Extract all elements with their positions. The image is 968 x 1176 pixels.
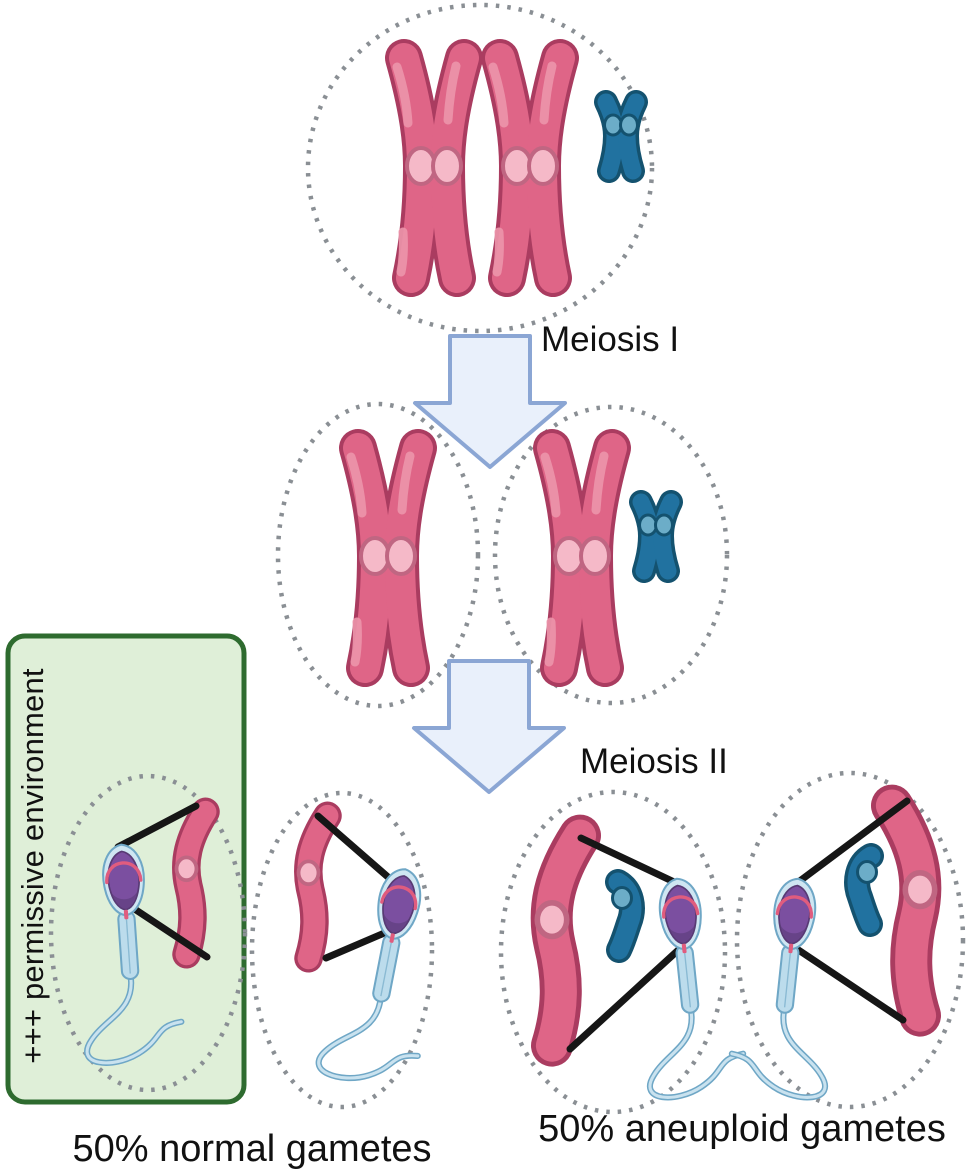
sperm (629, 874, 747, 1100)
normal-gametes-label: 50% normal gametes (72, 1128, 432, 1170)
permissive-environment-label: +++ permissive environment (15, 668, 50, 1064)
pink-chromosome (397, 58, 464, 278)
pink-chromosome (545, 448, 612, 668)
pink-chromosome (493, 58, 560, 278)
spindle-line (785, 797, 911, 893)
parent-cell (397, 58, 638, 278)
gamete-normal-boxed-outline (48, 773, 248, 1093)
parent-cell-outline (305, 2, 655, 334)
gamete-aneuploid-1 (537, 836, 747, 1100)
pink-chromatid (537, 836, 580, 1046)
spindle-line (322, 927, 393, 962)
sperm (728, 874, 846, 1100)
gamete-normal-outline (249, 790, 435, 1110)
meiosis2-label: Meiosis II (580, 742, 728, 781)
blue-chromatid (857, 856, 876, 924)
gamete-aneuploid-1-outline (498, 789, 728, 1115)
gamete-aneuploid-2-outline (734, 770, 966, 1110)
pink-chromatid (892, 806, 935, 1016)
meiosis1-label: Meiosis I (541, 320, 680, 359)
pink-chromatid (177, 812, 206, 955)
spindle-line (793, 945, 907, 1024)
meiosis1-cell-left-outline (275, 401, 481, 709)
blue-chromatid (613, 882, 632, 950)
blue-chromosome (640, 502, 673, 571)
aneuploid-gametes-label: 50% aneuploid gametes (538, 1108, 946, 1150)
blue-chromosome (605, 102, 638, 171)
spindle-line (114, 802, 200, 851)
gamete-aneuploid-2 (728, 801, 935, 1099)
meiosis2-arrow-icon (412, 659, 566, 794)
meiosis1-cell-right (545, 448, 673, 668)
spindle-line (566, 939, 690, 1053)
pink-chromosome (351, 448, 418, 668)
pink-chromatid (299, 816, 328, 959)
gamete-normal (299, 816, 453, 1091)
spindle-line (126, 902, 211, 961)
spindle-line (314, 812, 400, 888)
meiosis1-cell-right-outline (492, 404, 730, 706)
meiosis1-cell-left (351, 448, 418, 668)
gamete-normal-boxed (73, 806, 207, 1064)
